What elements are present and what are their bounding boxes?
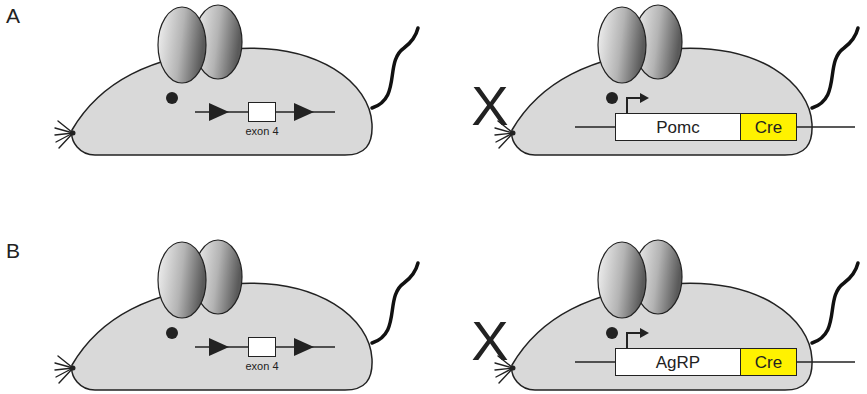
node-label: Cre — [755, 119, 782, 136]
floxed-mouse — [55, 5, 418, 155]
row-a-mice — [55, 5, 858, 155]
node-label: AgRP — [656, 354, 700, 371]
cre-mouse — [495, 5, 858, 155]
exon-box: exon 4 — [248, 102, 276, 122]
node-label: exon 4 — [245, 126, 278, 137]
cre-box: Cre — [740, 348, 797, 376]
promoter-gene-box: AgRP — [615, 348, 741, 376]
row-b-mice — [55, 240, 858, 390]
floxed-mouse — [55, 240, 418, 390]
floxed-allele — [195, 103, 335, 121]
floxed-allele — [195, 338, 335, 356]
cross-symbol: X — [471, 313, 508, 369]
node-label: Pomc — [656, 119, 699, 136]
cross-symbol: X — [471, 78, 508, 134]
node-label: Cre — [755, 354, 782, 371]
cre-box: Cre — [740, 113, 797, 141]
panel-letter: A — [6, 5, 20, 26]
promoter-gene-box: Pomc — [615, 113, 741, 141]
panel-letter: B — [6, 240, 20, 261]
cre-mouse — [495, 240, 858, 390]
exon-box: exon 4 — [248, 337, 276, 357]
node-label: exon 4 — [245, 361, 278, 372]
